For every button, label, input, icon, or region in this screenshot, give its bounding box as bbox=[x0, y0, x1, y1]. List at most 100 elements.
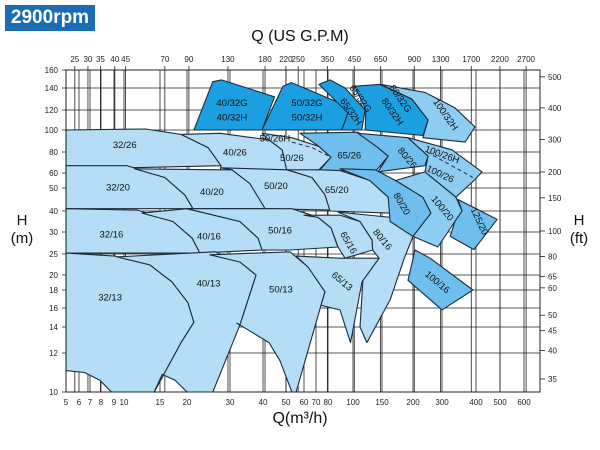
region-label: 65/20 bbox=[325, 185, 349, 196]
region-label: 50/16 bbox=[268, 225, 292, 236]
region-100-26 bbox=[407, 137, 483, 198]
y-tick-label: 12 bbox=[49, 349, 58, 358]
region-label: 50/26H bbox=[260, 133, 291, 144]
right-tick-label-ft: 40 bbox=[548, 347, 557, 356]
top-tick-label-gpm: 40 bbox=[110, 55, 119, 64]
right-tick-label-ft: 50 bbox=[548, 311, 557, 320]
region-label: 40/26 bbox=[223, 148, 247, 159]
top-tick-label-gpm: 2700 bbox=[517, 55, 535, 64]
top-tick-label-gpm: 900 bbox=[408, 55, 422, 64]
x-tick-label: 10 bbox=[120, 398, 129, 407]
y-axis-label-right-main: H bbox=[573, 212, 585, 229]
x-tick-label: 400 bbox=[469, 398, 483, 407]
top-tick-label-gpm: 70 bbox=[160, 55, 169, 64]
rpm-badge: 2900rpm bbox=[5, 5, 95, 31]
region-65-32G bbox=[318, 79, 366, 131]
region-area bbox=[449, 198, 498, 251]
y-axis-label-left: H (m) bbox=[10, 212, 34, 248]
x-tick-label: 7 bbox=[88, 398, 93, 407]
top-tick-label-gpm: 1700 bbox=[462, 55, 480, 64]
region-label: 65/26 bbox=[337, 151, 361, 162]
region-label: 50/32G bbox=[291, 98, 322, 109]
region-65-16 bbox=[303, 214, 374, 259]
region-area bbox=[407, 249, 474, 311]
x-tick-label: 300 bbox=[435, 398, 449, 407]
right-tick-label-ft: 400 bbox=[548, 104, 562, 113]
x-tick-label: 80 bbox=[324, 398, 333, 407]
region-area bbox=[380, 83, 476, 143]
top-tick-label-gpm: 220 bbox=[279, 55, 293, 64]
top-tick-label-gpm: 25 bbox=[70, 55, 79, 64]
x-tick-label: 6 bbox=[77, 398, 82, 407]
y-axis-label-right-unit: (ft) bbox=[569, 230, 589, 247]
y-axis-label-left-unit: (m) bbox=[10, 230, 34, 247]
right-tick-label-ft: 45 bbox=[548, 327, 557, 336]
y-axis-label-right: H (ft) bbox=[564, 212, 594, 248]
y-tick-label: 120 bbox=[45, 106, 59, 115]
x-tick-label: 8 bbox=[99, 398, 104, 407]
region-125-20 bbox=[449, 198, 498, 251]
x-tick-label: 70 bbox=[312, 398, 321, 407]
region-100-32H bbox=[380, 83, 476, 143]
x-tick-label: 30 bbox=[226, 398, 235, 407]
region-100-20 bbox=[395, 171, 463, 248]
x-tick-label: 5 bbox=[64, 398, 69, 407]
y-tick-label: 60 bbox=[49, 169, 58, 178]
region-label: 50/20 bbox=[264, 181, 288, 192]
right-tick-label-ft: 200 bbox=[548, 168, 562, 177]
region-area bbox=[395, 171, 463, 248]
region-label: 40/16 bbox=[197, 231, 221, 242]
region-65-13 bbox=[295, 255, 380, 344]
top-tick-label-gpm: 30 bbox=[83, 55, 92, 64]
top-tick-label-gpm: 35 bbox=[96, 55, 105, 64]
right-tick-label-ft: 300 bbox=[548, 135, 562, 144]
y-axis-label-left-main: H bbox=[16, 212, 28, 229]
region-100-16 bbox=[407, 249, 474, 311]
region-label: 40/20 bbox=[200, 187, 224, 198]
x-tick-label: 150 bbox=[375, 398, 389, 407]
x-tick-label: 40 bbox=[259, 398, 268, 407]
region-label: 40/32H bbox=[217, 113, 248, 124]
x-tick-label: 100 bbox=[346, 398, 360, 407]
top-tick-label-gpm: 350 bbox=[321, 55, 335, 64]
region-label: 50/32H bbox=[292, 113, 323, 124]
region-area bbox=[295, 255, 380, 344]
region-area bbox=[186, 208, 339, 251]
region-40-32G bbox=[193, 79, 276, 131]
region-label: 32/20 bbox=[106, 183, 130, 194]
region-area bbox=[303, 214, 374, 259]
region-area bbox=[193, 79, 276, 131]
y-tick-label: 25 bbox=[49, 250, 58, 259]
top-tick-label-gpm: 180 bbox=[258, 55, 272, 64]
top-tick-label-gpm: 1300 bbox=[432, 55, 450, 64]
y-tick-label: 16 bbox=[49, 304, 58, 313]
x-tick-label: 200 bbox=[406, 398, 420, 407]
x-tick-label: 9 bbox=[112, 398, 117, 407]
x-tick-label: 500 bbox=[493, 398, 507, 407]
top-tick-label-gpm: 450 bbox=[348, 55, 362, 64]
right-tick-label-ft: 60 bbox=[548, 284, 557, 293]
x-axis-label: Q(m³/h) bbox=[272, 410, 328, 427]
y-tick-label: 100 bbox=[45, 126, 59, 135]
x-tick-label: 20 bbox=[183, 398, 192, 407]
region-label: 32/26 bbox=[113, 140, 137, 151]
top-tick-label-gpm: 650 bbox=[374, 55, 388, 64]
dashed-line-100-26H bbox=[426, 151, 474, 178]
y-tick-label: 18 bbox=[49, 286, 58, 295]
right-tick-label-ft: 80 bbox=[548, 253, 557, 262]
right-tick-label-ft: 35 bbox=[548, 375, 557, 384]
y-tick-label: 140 bbox=[45, 84, 59, 93]
region-label: 40/32G bbox=[216, 98, 247, 109]
y-tick-label: 40 bbox=[49, 207, 58, 216]
region-area bbox=[318, 79, 366, 131]
region-label: 32/16 bbox=[100, 230, 124, 241]
region-label: 32/13 bbox=[98, 293, 122, 304]
region-area bbox=[407, 137, 483, 198]
right-tick-label-ft: 65 bbox=[548, 272, 557, 281]
top-tick-label-gpm: 45 bbox=[121, 55, 130, 64]
x-tick-label: 60 bbox=[300, 398, 309, 407]
dashed-line-50-26H bbox=[291, 141, 332, 158]
chart-title: Q (US G.P.M) bbox=[251, 28, 349, 45]
y-tick-label: 160 bbox=[45, 66, 59, 75]
